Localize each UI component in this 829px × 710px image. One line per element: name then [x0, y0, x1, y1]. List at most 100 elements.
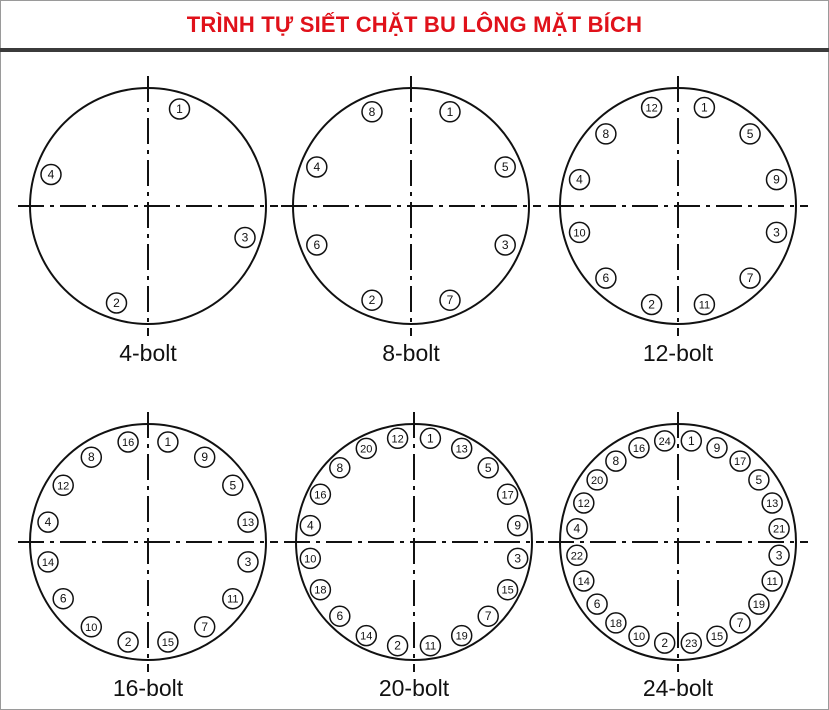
bolt-circle [168, 98, 191, 120]
bolt-number: 4 [576, 173, 583, 187]
bolt-circle [237, 551, 259, 573]
bolt-marker: 8 [605, 450, 627, 472]
flange-caption-16-bolt: 16-bolt [112, 675, 184, 701]
bolt-marker: 14 [37, 551, 59, 573]
bolt-marker: 4 [566, 517, 588, 540]
bolt-marker: 23 [680, 632, 703, 654]
bolt-circle [40, 163, 62, 186]
bolt-number: 3 [502, 238, 509, 252]
bolt-circle [496, 483, 519, 506]
bolt-marker: 22 [566, 544, 588, 567]
bolt-marker: 2 [105, 292, 128, 314]
bolt-number: 12 [578, 498, 590, 510]
bolt-marker: 10 [80, 616, 103, 638]
bolt-number: 12 [645, 103, 657, 115]
bolt-marker: 16 [628, 437, 650, 459]
bolt-circle [693, 293, 716, 316]
bolt-circle [706, 437, 728, 459]
bolt-number: 1 [427, 431, 434, 445]
bolt-number: 17 [734, 456, 746, 468]
bolt-circle [653, 430, 676, 452]
bolt-marker: 7 [477, 605, 499, 627]
bolt-circle [761, 492, 783, 514]
bolt-circle [52, 474, 74, 497]
bolt-number: 2 [125, 635, 132, 649]
bolt-number: 16 [314, 489, 326, 501]
bolt-marker: 20 [586, 469, 608, 491]
bolt-circle [450, 624, 473, 647]
bolt-marker: 8 [595, 123, 617, 145]
bolt-circle [653, 632, 676, 654]
bolt-circle [640, 293, 663, 316]
bolt-marker: 7 [439, 289, 461, 311]
bolt-number: 2 [113, 296, 120, 310]
bolt-number: 15 [501, 585, 513, 597]
bolt-circle [595, 123, 617, 145]
bolt-marker: 3 [506, 547, 529, 570]
bolt-circle [157, 431, 179, 453]
bolt-circle [739, 267, 761, 289]
bolt-circle [729, 450, 751, 472]
bolt-number: 3 [776, 548, 783, 562]
bolt-marker: 15 [496, 578, 519, 601]
bolt-number: 16 [633, 443, 645, 455]
bolt-circle [506, 514, 529, 537]
bolt-number: 17 [501, 489, 513, 501]
bolt-circle [361, 289, 383, 311]
bolt-number: 22 [571, 550, 583, 562]
bolt-marker: 12 [52, 474, 74, 497]
bolt-number: 5 [502, 160, 509, 174]
bolt-number: 11 [425, 641, 436, 653]
bolt-marker: 2 [386, 634, 409, 657]
bolt-number: 18 [314, 585, 326, 597]
bolt-marker: 5 [494, 156, 516, 178]
bolt-circle [361, 101, 383, 123]
bolt-circle [566, 517, 588, 540]
bolt-marker: 6 [595, 267, 617, 289]
bolt-marker: 9 [765, 168, 788, 191]
bolt-number: 20 [360, 443, 372, 455]
bolt-number: 9 [201, 450, 208, 464]
bolt-number: 6 [603, 271, 610, 285]
bolt-number: 14 [360, 631, 372, 643]
bolt-number: 15 [711, 631, 723, 643]
bolt-marker: 11 [761, 570, 783, 592]
bolt-circle [329, 457, 351, 479]
bolt-circle [117, 631, 139, 653]
bolt-marker: 21 [768, 517, 790, 540]
bolt-marker: 8 [80, 446, 103, 468]
bolt-marker: 3 [765, 221, 788, 244]
bolt-circle [193, 446, 216, 468]
bolt-number: 10 [573, 227, 585, 239]
bolt-marker: 3 [234, 226, 256, 249]
bolt-circle [573, 492, 595, 514]
bolt-circle [386, 634, 409, 657]
bolt-marker: 18 [309, 578, 332, 601]
bolt-number: 4 [574, 522, 581, 536]
bolt-marker: 5 [222, 474, 244, 497]
page-title: TRÌNH TỰ SIẾT CHẶT BU LÔNG MẶT BÍCH [186, 12, 643, 37]
bolt-circle [386, 427, 409, 450]
bolt-circle [628, 437, 650, 459]
bolt-marker: 10 [568, 221, 591, 244]
bolt-number: 10 [633, 631, 645, 643]
bolt-circle [419, 427, 442, 450]
bolt-number: 21 [773, 524, 785, 536]
bolt-circle [566, 544, 588, 567]
bolt-number: 4 [45, 515, 52, 529]
bolt-number: 13 [242, 517, 254, 529]
bolt-number: 4 [313, 160, 320, 174]
bolt-number: 15 [162, 637, 174, 649]
bolt-circle [768, 544, 790, 567]
bolt-circle [37, 511, 59, 533]
flange-caption-4-bolt: 4-bolt [119, 340, 177, 366]
bolt-number: 8 [369, 105, 376, 119]
bolt-marker: 3 [768, 544, 790, 567]
bolt-marker: 4 [37, 511, 59, 533]
bolt-number: 8 [336, 461, 343, 475]
bolt-number: 3 [773, 225, 780, 239]
bolt-number: 3 [245, 555, 252, 569]
bolt-circle [439, 101, 461, 123]
bolt-marker: 13 [237, 511, 259, 533]
